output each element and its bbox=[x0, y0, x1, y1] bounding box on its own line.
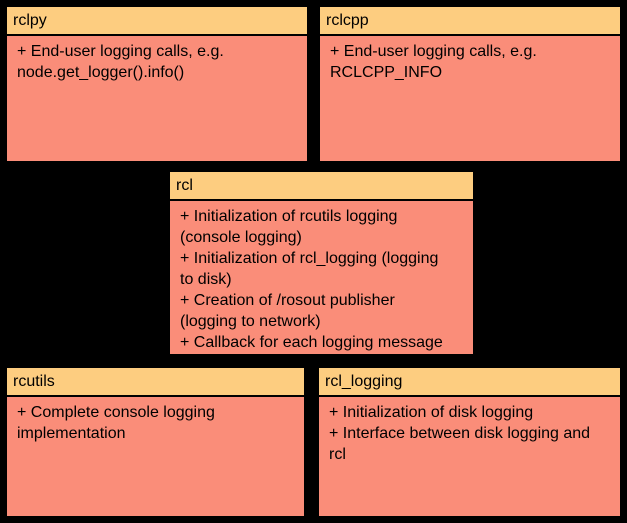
package-title-rcl: rcl bbox=[170, 172, 473, 201]
package-box-rclpy: rclpy + End-user logging calls, e.g. nod… bbox=[5, 5, 309, 163]
package-box-rcutils: rcutils + Complete console logging imple… bbox=[5, 366, 306, 518]
package-description-rcl: + Initialization of rcutils logging (con… bbox=[180, 208, 443, 351]
package-title-rcutils: rcutils bbox=[7, 368, 304, 397]
package-title-rclcpp: rclcpp bbox=[320, 7, 620, 36]
package-description-rclcpp: + End-user logging calls, e.g. RCLCPP_IN… bbox=[330, 43, 537, 81]
package-description-rclpy: + End-user logging calls, e.g. node.get_… bbox=[17, 43, 224, 81]
package-box-rcl: rcl + Initialization of rcutils logging … bbox=[168, 170, 475, 356]
package-title-rclpy: rclpy bbox=[7, 7, 307, 36]
package-box-rclcpp: rclcpp + End-user logging calls, e.g. RC… bbox=[318, 5, 622, 163]
package-title-rcl-logging: rcl_logging bbox=[319, 368, 620, 397]
package-description-rcl-logging: + Initialization of disk logging + Inter… bbox=[329, 404, 591, 463]
package-box-rcl-logging: rcl_logging + Initialization of disk log… bbox=[317, 366, 622, 518]
package-description-rcutils: + Complete console logging implementatio… bbox=[17, 404, 215, 442]
